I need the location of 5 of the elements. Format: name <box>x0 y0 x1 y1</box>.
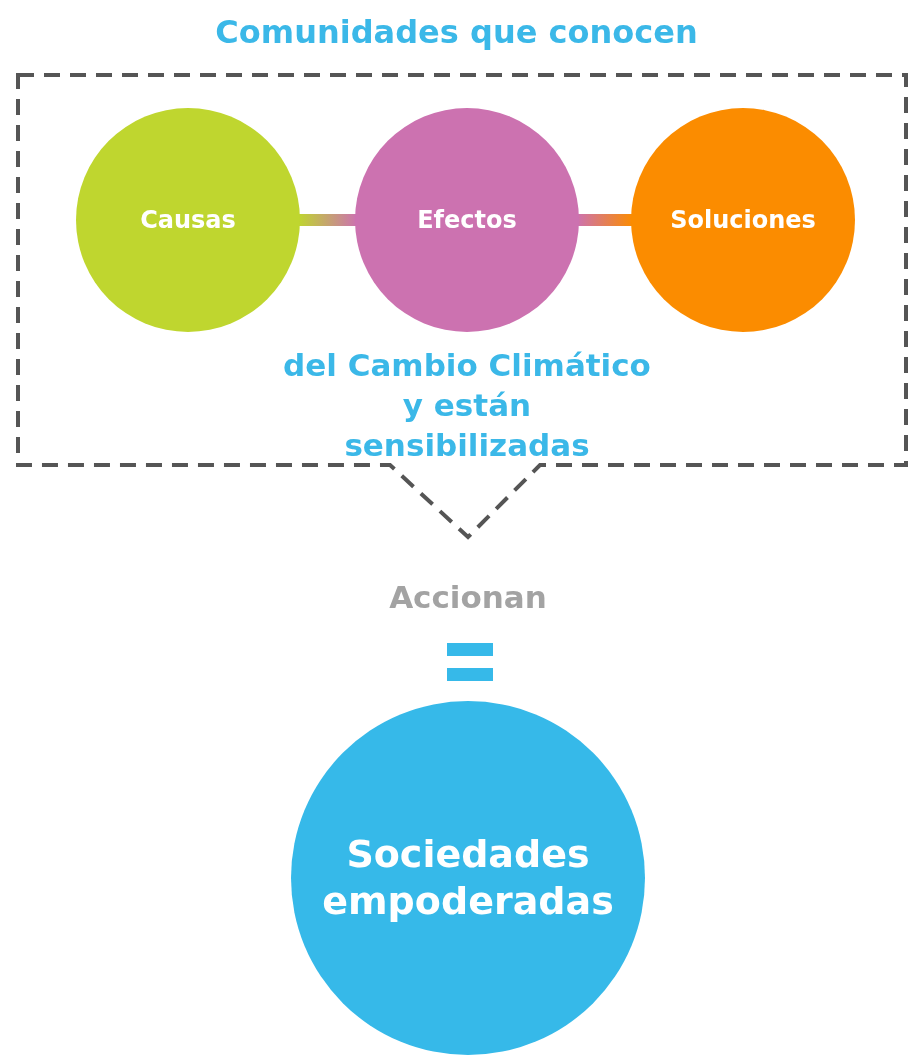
subheading: del Cambio Climático y están sensibilizadas <box>282 346 652 465</box>
connector-line <box>577 214 633 226</box>
heading: Comunidades que conocen <box>214 12 699 53</box>
connector-line <box>298 214 357 226</box>
action-label: Accionan <box>388 578 548 617</box>
